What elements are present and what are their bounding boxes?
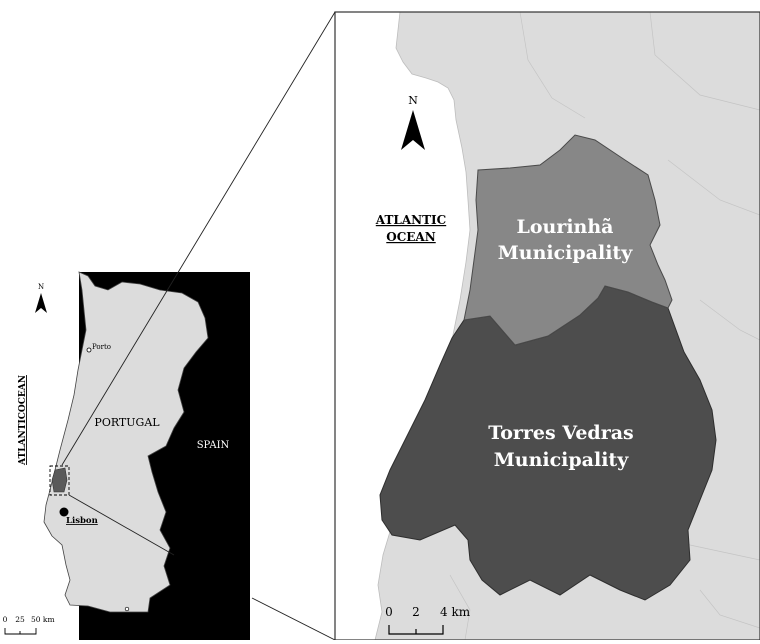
parish-boundary	[519, 12, 586, 119]
connector-line-bottom	[251, 597, 336, 641]
parish-boundary	[649, 12, 760, 111]
inset-scale-label-0: 0	[3, 615, 8, 624]
lourinha-label-line2: Municipality	[498, 242, 633, 264]
detail-north-arrow: N	[401, 94, 425, 150]
inset-scale-bar: 0 25 50 km	[3, 615, 55, 635]
torres-vedras-label-line1: Torres Vedras	[488, 422, 633, 444]
inset-north-arrow: N	[35, 283, 47, 313]
detail-scale-line	[388, 625, 444, 635]
lourinha-municipality	[463, 134, 673, 346]
country-label-portugal: PORTUGAL	[94, 416, 160, 429]
inset-scale-line	[4, 628, 37, 635]
torres-vedras-label-line2: Municipality	[494, 449, 629, 471]
zoom-connectors	[61, 11, 336, 641]
inset-scale-label-50: 50 km	[31, 615, 55, 624]
north-arrow-left-half	[401, 110, 413, 150]
inset-map: Porto Lisbon Faro PORTUGAL SPAIN ATLANTI…	[3, 271, 250, 640]
inset-north-arrow-left	[35, 293, 41, 313]
city-dot-porto	[86, 347, 92, 353]
inset-scale-label-25: 25	[15, 615, 25, 624]
detail-north-label: N	[408, 94, 418, 107]
connector-line-top	[61, 11, 336, 466]
detail-scale-label-4: 4 km	[440, 605, 471, 619]
connector-line-middle	[68, 494, 175, 556]
city-dot-faro	[124, 606, 130, 612]
parish-boundary	[449, 574, 471, 640]
detail-ocean-label-line1: ATLANTIC	[375, 213, 446, 227]
parish-boundary	[699, 299, 760, 341]
detail-scale-label-0: 0	[385, 605, 393, 619]
north-arrow-right-half	[413, 110, 425, 150]
parish-boundary	[699, 589, 760, 629]
detail-ocean-label-line2: OCEAN	[386, 230, 435, 244]
parish-boundary	[667, 159, 760, 216]
detail-scale-label-2: 2	[412, 605, 420, 619]
portugal-region	[43, 271, 209, 613]
country-label-spain: SPAIN	[197, 440, 230, 451]
lourinha-label-line1: Lourinhã	[516, 216, 613, 238]
inset-north-arrow-right	[41, 293, 47, 313]
city-dot-lisbon	[59, 507, 69, 517]
city-label-faro: Faro	[120, 612, 136, 620]
detail-map: N ATLANTIC OCEAN Lourinhã Municipality T…	[334, 11, 760, 641]
inset-ocean-label: ATLANTICOCEAN	[18, 375, 28, 466]
city-label-porto: Porto	[92, 343, 111, 351]
detail-scale-bar: 0 2 4 km	[385, 605, 471, 635]
city-label-lisbon: Lisbon	[66, 516, 98, 526]
inset-north-label: N	[38, 283, 44, 291]
inset-study-area-box	[49, 465, 70, 496]
inset-study-area	[51, 467, 68, 493]
